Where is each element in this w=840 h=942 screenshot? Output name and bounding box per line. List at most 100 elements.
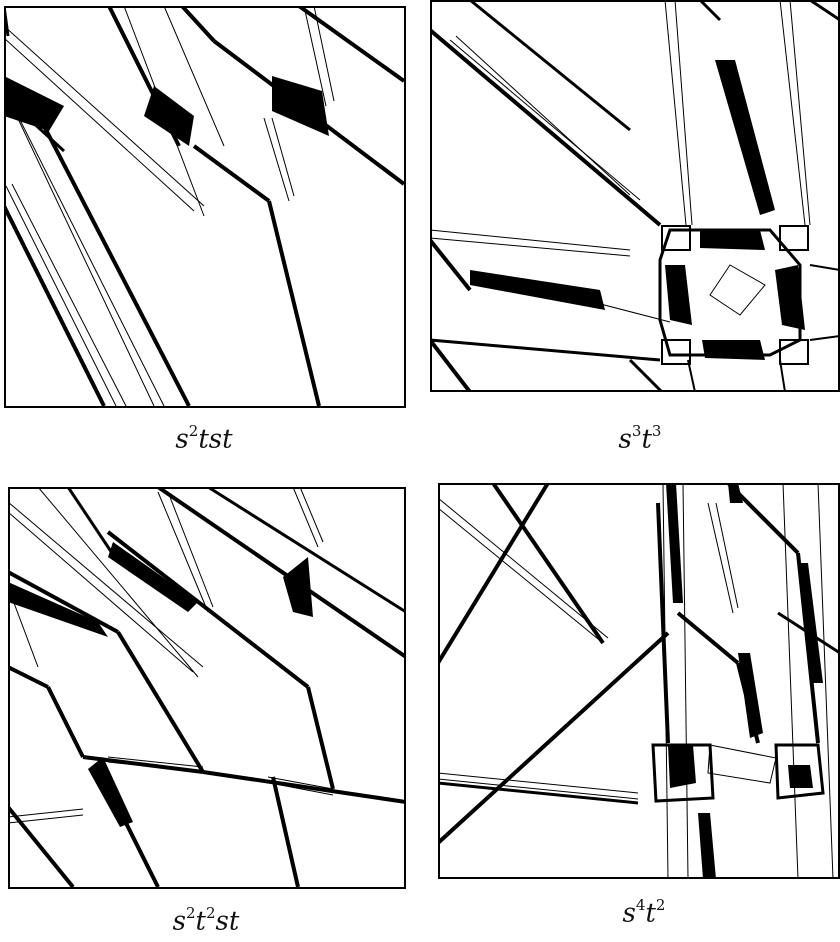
label-base: s bbox=[172, 906, 186, 937]
label-base: t bbox=[645, 898, 656, 929]
tiling-diagram-s2t2st bbox=[8, 487, 406, 889]
thick-line bbox=[676, 611, 740, 665]
inner-diamond bbox=[709, 264, 766, 316]
thin-line bbox=[715, 502, 739, 609]
panel-border bbox=[8, 487, 406, 889]
thick-line bbox=[779, 359, 786, 392]
label-exponent: 2 bbox=[655, 896, 666, 914]
thick-line bbox=[4, 6, 10, 37]
thick-line bbox=[430, 338, 472, 392]
label-base: s bbox=[175, 424, 189, 455]
caption-s3t3: s3t3 bbox=[540, 422, 740, 455]
thick-line bbox=[66, 487, 120, 563]
thick-line bbox=[192, 144, 271, 203]
thin-line bbox=[8, 501, 204, 668]
label-base: st bbox=[215, 906, 240, 937]
thin-line bbox=[8, 511, 194, 673]
thin-line bbox=[157, 491, 209, 613]
thick-line bbox=[156, 487, 406, 659]
label-base: t bbox=[641, 424, 652, 455]
thick-line bbox=[4, 205, 106, 407]
black-region bbox=[665, 265, 692, 325]
thin-line bbox=[455, 35, 631, 196]
label-base: t bbox=[195, 906, 206, 937]
black-region bbox=[715, 60, 775, 215]
thin-line bbox=[313, 6, 335, 102]
black-region bbox=[788, 765, 813, 788]
thin-line bbox=[449, 39, 641, 201]
thin-line bbox=[438, 778, 639, 800]
corner-square bbox=[779, 225, 809, 251]
thick-line bbox=[809, 264, 840, 271]
thick-line bbox=[116, 630, 205, 774]
label-exponent: 2 bbox=[188, 422, 199, 440]
thick-line bbox=[207, 487, 406, 614]
thick-line bbox=[271, 776, 300, 888]
caption-s2t2st: s2t2st bbox=[106, 904, 306, 937]
thin-line bbox=[163, 6, 225, 147]
panel-s3t3 bbox=[430, 0, 840, 392]
thin-line bbox=[438, 772, 639, 794]
label-exponent: 4 bbox=[635, 896, 646, 914]
thin-line bbox=[271, 117, 295, 197]
thin-line bbox=[267, 776, 334, 790]
thin-line bbox=[292, 487, 319, 548]
thin-line bbox=[11, 183, 127, 407]
corner-square bbox=[661, 225, 691, 251]
label-base: s bbox=[618, 424, 632, 455]
thick-line bbox=[809, 0, 840, 22]
thick-line bbox=[297, 6, 406, 83]
black-region bbox=[283, 557, 313, 617]
thin-line bbox=[664, 0, 687, 226]
thick-line bbox=[656, 502, 670, 744]
thin-line bbox=[37, 487, 199, 678]
thick-line bbox=[202, 770, 406, 804]
thin-line bbox=[11, 105, 155, 407]
thick-line bbox=[438, 483, 550, 665]
corner-square bbox=[779, 339, 809, 365]
thin-line bbox=[167, 491, 214, 608]
thin-line bbox=[817, 483, 834, 879]
thin-line bbox=[438, 507, 604, 644]
thin-line bbox=[4, 37, 195, 212]
thin-line bbox=[263, 117, 290, 202]
label-exponent: 3 bbox=[651, 422, 662, 440]
thin-line bbox=[17, 115, 165, 407]
black-region bbox=[88, 757, 133, 827]
black-region bbox=[728, 483, 743, 503]
tiling-diagram-s2tst bbox=[4, 6, 406, 408]
thin-line bbox=[303, 6, 327, 107]
thin-line bbox=[789, 0, 811, 226]
black-region bbox=[702, 340, 765, 360]
black-region bbox=[775, 265, 805, 330]
label-exponent: 2 bbox=[206, 904, 216, 922]
label-base: s bbox=[622, 898, 636, 929]
panel-s2tst bbox=[4, 6, 406, 408]
black-region bbox=[8, 582, 108, 637]
label-exponent: 3 bbox=[631, 422, 642, 440]
black-region bbox=[738, 653, 763, 738]
black-region bbox=[108, 542, 198, 612]
black-region bbox=[470, 270, 605, 310]
black-region bbox=[798, 563, 823, 683]
thin-line bbox=[107, 756, 204, 768]
thin-line bbox=[707, 502, 734, 614]
thin-line bbox=[779, 0, 806, 226]
thin-line bbox=[438, 497, 609, 639]
black-region bbox=[668, 745, 696, 788]
thin-line bbox=[5, 185, 117, 407]
label-exponent: 2 bbox=[186, 904, 196, 922]
thick-line bbox=[809, 335, 840, 341]
thick-line bbox=[180, 6, 216, 43]
black-region bbox=[4, 76, 64, 131]
thin-line bbox=[299, 487, 324, 543]
thin-line bbox=[430, 229, 631, 251]
black-region bbox=[272, 76, 329, 136]
thick-line bbox=[306, 686, 335, 790]
thick-line bbox=[491, 483, 605, 645]
thick-line bbox=[687, 359, 696, 392]
thick-line bbox=[430, 238, 472, 292]
thick-line bbox=[8, 665, 49, 689]
thin-line bbox=[682, 483, 689, 879]
thin-line bbox=[4, 25, 205, 207]
